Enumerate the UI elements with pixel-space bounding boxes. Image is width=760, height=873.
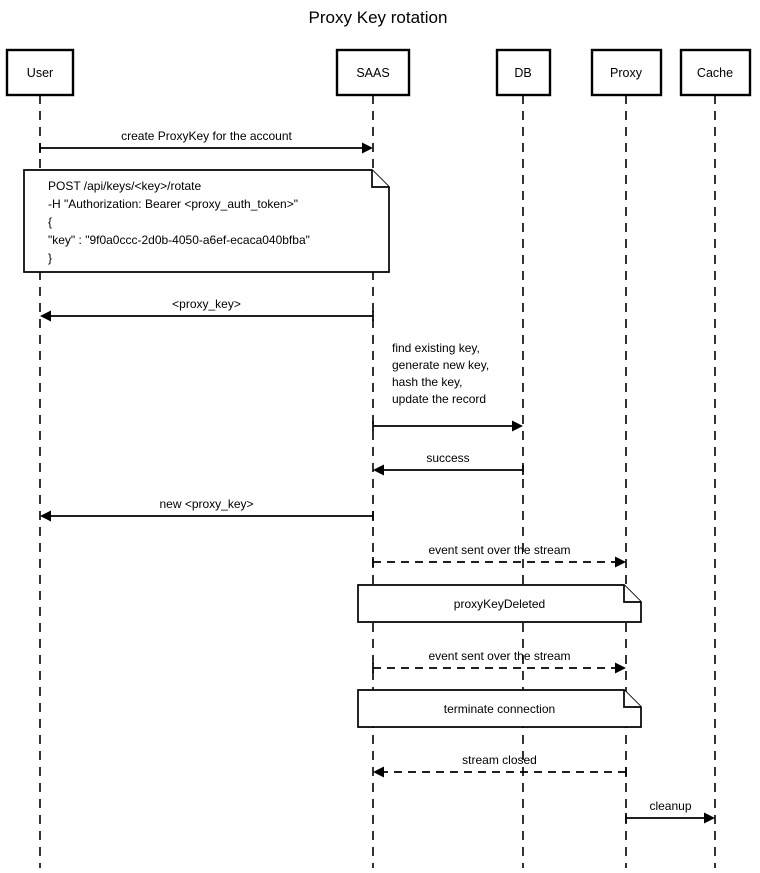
note-request-line-2: { <box>48 215 52 229</box>
message-label-m1: create ProxyKey for the account <box>121 129 292 143</box>
message-arrowhead-m7 <box>615 662 626 674</box>
message-m3[interactable] <box>372 420 523 432</box>
message-m6[interactable]: event sent over the stream <box>372 543 626 568</box>
participant-label-cache: Cache <box>697 66 733 80</box>
participant-box-user <box>5 48 75 97</box>
message-m4[interactable]: success <box>373 451 524 476</box>
selfmsg-1-line-3: update the record <box>392 392 486 406</box>
note-request-line-3: "key" : "9f0a0ccc-2d0b-4050-a6ef-ecaca04… <box>48 233 310 247</box>
participant-user[interactable]: User <box>5 48 75 97</box>
selfmsg-1-line-1: generate new key, <box>392 358 489 372</box>
note-terminate-connection-shape <box>357 689 642 728</box>
note-request-fold-icon <box>371 170 389 188</box>
message-label-m4: success <box>426 451 469 465</box>
selfmsg-1: find existing key, generate new key, hash … <box>392 341 489 406</box>
participant-label-saas: SAAS <box>356 66 389 80</box>
note-request-line-0: POST /api/keys/<key>/rotate <box>48 179 202 193</box>
note-proxy-key-deleted-fold-icon <box>623 585 641 603</box>
participant-box-saas <box>335 48 411 97</box>
participant-cache[interactable]: Cache <box>679 48 752 97</box>
message-arrowhead-m8 <box>373 766 384 778</box>
page-title: Proxy Key rotation <box>309 8 448 27</box>
participant-box-cache <box>679 48 752 97</box>
self-notes-layer: find existing key, generate new key, hash … <box>392 341 489 406</box>
note-request-line-4: } <box>48 251 52 265</box>
message-m8[interactable]: stream closed <box>373 753 627 778</box>
message-arrowhead-m1 <box>362 142 373 154</box>
message-m9[interactable]: cleanup <box>625 799 715 824</box>
message-label-m2: <proxy_key> <box>172 297 241 311</box>
selfmsg-1-line-2: hash the key, <box>392 375 463 389</box>
note-request-shape <box>23 169 390 273</box>
message-m7[interactable]: event sent over the stream <box>372 649 626 674</box>
message-label-m5: new <proxy_key> <box>159 497 253 511</box>
participants-layer: User SAAS DB Proxy Cache <box>5 48 752 97</box>
message-label-m7: event sent over the stream <box>428 649 570 663</box>
message-arrowhead-m6 <box>615 556 626 568</box>
participant-label-db: DB <box>514 66 531 80</box>
message-arrowhead-m3 <box>512 420 523 432</box>
participant-box-db <box>495 48 552 97</box>
participant-label-user: User <box>27 66 53 80</box>
note-proxy-key-deleted-text: proxyKeyDeleted <box>454 597 545 611</box>
message-label-m9: cleanup <box>649 799 691 813</box>
message-m1[interactable]: create ProxyKey for the account <box>39 129 373 154</box>
message-label-m6: event sent over the stream <box>428 543 570 557</box>
message-m2[interactable]: <proxy_key> <box>40 297 374 322</box>
messages-layer: create ProxyKey for the account <proxy_ke… <box>39 129 715 824</box>
participant-proxy[interactable]: Proxy <box>590 48 663 97</box>
note-request-line-1: -H "Authorization: Bearer <proxy_auth_to… <box>48 197 298 211</box>
message-arrowhead-m9 <box>704 812 715 824</box>
note-proxy-key-deleted: proxyKeyDeleted <box>357 584 642 623</box>
note-terminate-connection-text: terminate connection <box>444 702 555 716</box>
participant-label-proxy: Proxy <box>610 66 643 80</box>
note-request: POST /api/keys/<key>/rotate -H "Authoriza… <box>23 169 390 273</box>
notes-layer: POST /api/keys/<key>/rotate -H "Authoriza… <box>23 169 642 728</box>
selfmsg-1-line-0: find existing key, <box>392 341 480 355</box>
note-proxy-key-deleted-shape <box>357 584 642 623</box>
note-terminate-connection-fold-icon <box>623 690 641 708</box>
note-terminate-connection: terminate connection <box>357 689 642 728</box>
message-arrowhead-m5 <box>40 510 51 522</box>
message-label-m8: stream closed <box>462 753 537 767</box>
participant-db[interactable]: DB <box>495 48 552 97</box>
participant-box-proxy <box>590 48 663 97</box>
message-arrowhead-m4 <box>373 464 384 476</box>
message-arrowhead-m2 <box>40 310 51 322</box>
message-m5[interactable]: new <proxy_key> <box>40 497 374 522</box>
participant-saas[interactable]: SAAS <box>335 48 411 97</box>
